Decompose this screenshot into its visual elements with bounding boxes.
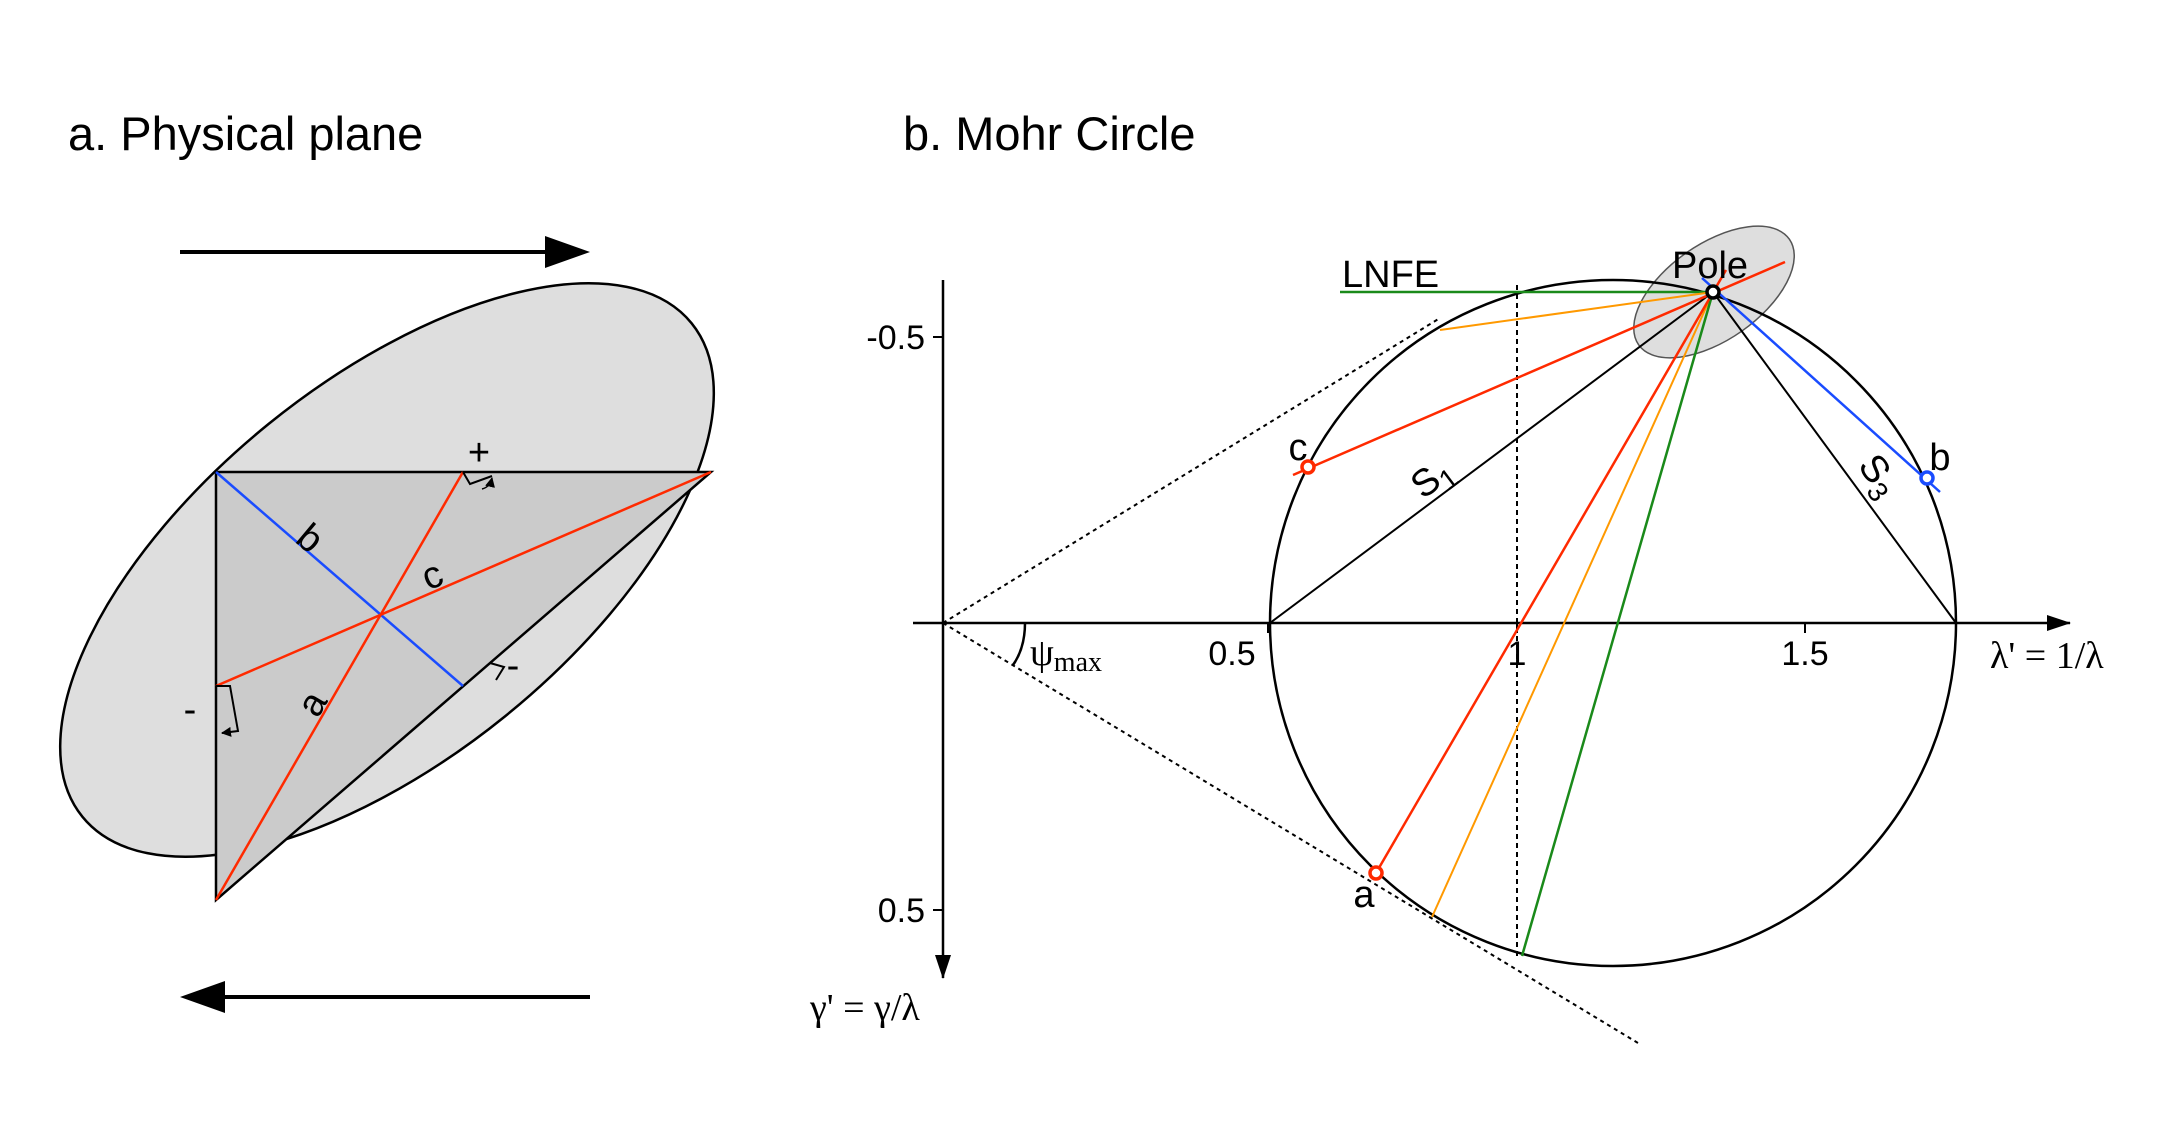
tangent-line-lower: [942, 622, 1639, 1044]
pole-label: Pole: [1672, 245, 1748, 287]
y-tick-label-neg05: -0.5: [866, 319, 925, 357]
psi-max-arc: [1011, 622, 1027, 666]
panel-a-title: a. Physical plane: [68, 107, 423, 160]
right-angle-marker-top: [462, 471, 493, 486]
point-c-marker: [1300, 459, 1316, 475]
s1-label: S1: [1403, 449, 1464, 511]
chord-blue-b: [1701, 277, 1941, 493]
lnfe-label: LNFE: [1342, 254, 1439, 296]
chord-s1: [1269, 291, 1714, 624]
label-minus-left: -: [184, 689, 197, 731]
rotation-arrow-top: [481, 477, 495, 490]
line-c: [215, 470, 712, 688]
point-c-label: c: [1289, 427, 1308, 469]
point-a-label: a: [1353, 874, 1375, 916]
chord-green: [1520, 291, 1715, 957]
chord-s3: [1712, 291, 1957, 624]
rotation-arrow-left: [221, 726, 239, 737]
chord-red-c: [1292, 260, 1786, 477]
chord-red-a: [1374, 269, 1728, 874]
panel-physical-plane: a. Physical plane b c a + - -: [58, 107, 716, 1013]
point-b-label: b: [1929, 437, 1950, 479]
chord-orange-upper: [1439, 291, 1714, 331]
top-shear-arrow: [180, 236, 590, 268]
point-b-marker: [1919, 470, 1935, 486]
psi-max-label: ψmax: [1030, 632, 1102, 678]
x-tick-label-05: 0.5: [1208, 635, 1255, 673]
y-tick-label-05: 0.5: [878, 892, 925, 930]
label-minus-bottom: -: [507, 645, 520, 687]
chord-orange-lower: [1431, 291, 1714, 918]
line-b: [215, 471, 464, 687]
right-angle-marker-hyp: [489, 662, 506, 681]
line-a: [214, 471, 465, 901]
y-axis-label: γ' = γ/λ: [809, 987, 920, 1029]
panel-b-title: b. Mohr Circle: [903, 107, 1196, 160]
pole-marker: [1705, 284, 1721, 300]
x-axis-label: λ' = 1/λ: [1990, 635, 2104, 677]
x-tick-label-15: 1.5: [1781, 635, 1828, 673]
point-a-marker: [1368, 865, 1384, 881]
tangent-line-upper: [942, 317, 1441, 624]
bottom-shear-arrow: [180, 981, 590, 1013]
panel-mohr-circle: b. Mohr Circle 0.5 1 1.5 -0.5 0.5 λ' = 1…: [809, 107, 2104, 1044]
label-plus: +: [468, 432, 490, 474]
